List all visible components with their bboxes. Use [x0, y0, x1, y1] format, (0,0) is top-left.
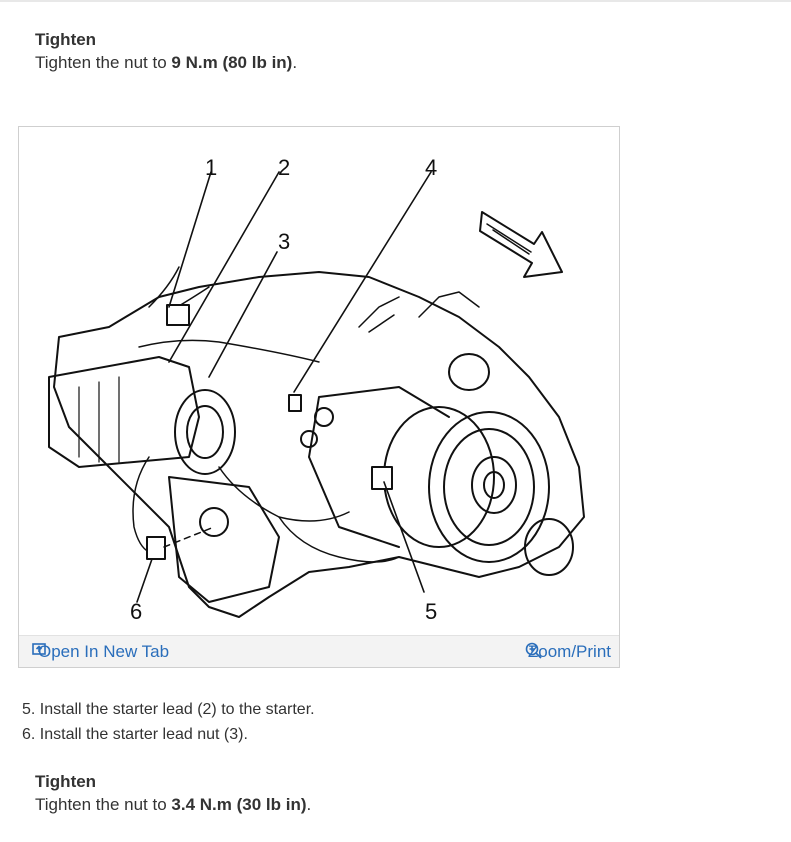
tighten-spec-first: Tighten Tighten the nut to 9 N.m (80 lb …: [35, 29, 297, 75]
tighten-spec-second: Tighten Tighten the nut to 3.4 N.m (30 l…: [35, 771, 311, 817]
step-6: 6. Install the starter lead nut (3).: [22, 726, 248, 743]
tighten-text: Tighten the nut to 9 N.m (80 lb in).: [35, 53, 298, 72]
tighten-label: Tighten: [35, 30, 97, 49]
zoom-print-link[interactable]: Zoom/Print: [525, 642, 611, 661]
starter-diagram-figure: 1 2 3 4 5 6 Open In New Tab Zoom/Print: [18, 126, 620, 668]
step-5: 5. Install the starter lead (2) to the s…: [22, 701, 315, 718]
tighten-label: Tighten: [35, 772, 97, 791]
torque-value: 9 N.m (80 lb in): [171, 53, 293, 72]
callout-5: 5: [425, 599, 437, 624]
callout-1: 1: [205, 155, 217, 180]
torque-value: 3.4 N.m (30 lb in): [171, 795, 307, 814]
top-divider: [0, 0, 791, 2]
callout-3: 3: [278, 229, 290, 254]
callout-4: 4: [425, 155, 437, 180]
starter-installation-diagram: 1 2 3 4 5 6: [48, 155, 585, 624]
installation-steps: 5. Install the starter lead (2) to the s…: [22, 697, 315, 747]
open-in-new-tab-link[interactable]: Open In New Tab: [32, 642, 169, 662]
callout-2: 2: [278, 155, 290, 180]
callout-6: 6: [130, 599, 142, 624]
figure-action-bar: Open In New Tab Zoom/Print: [19, 635, 619, 667]
tighten-text: Tighten the nut to 3.4 N.m (30 lb in).: [35, 795, 312, 814]
